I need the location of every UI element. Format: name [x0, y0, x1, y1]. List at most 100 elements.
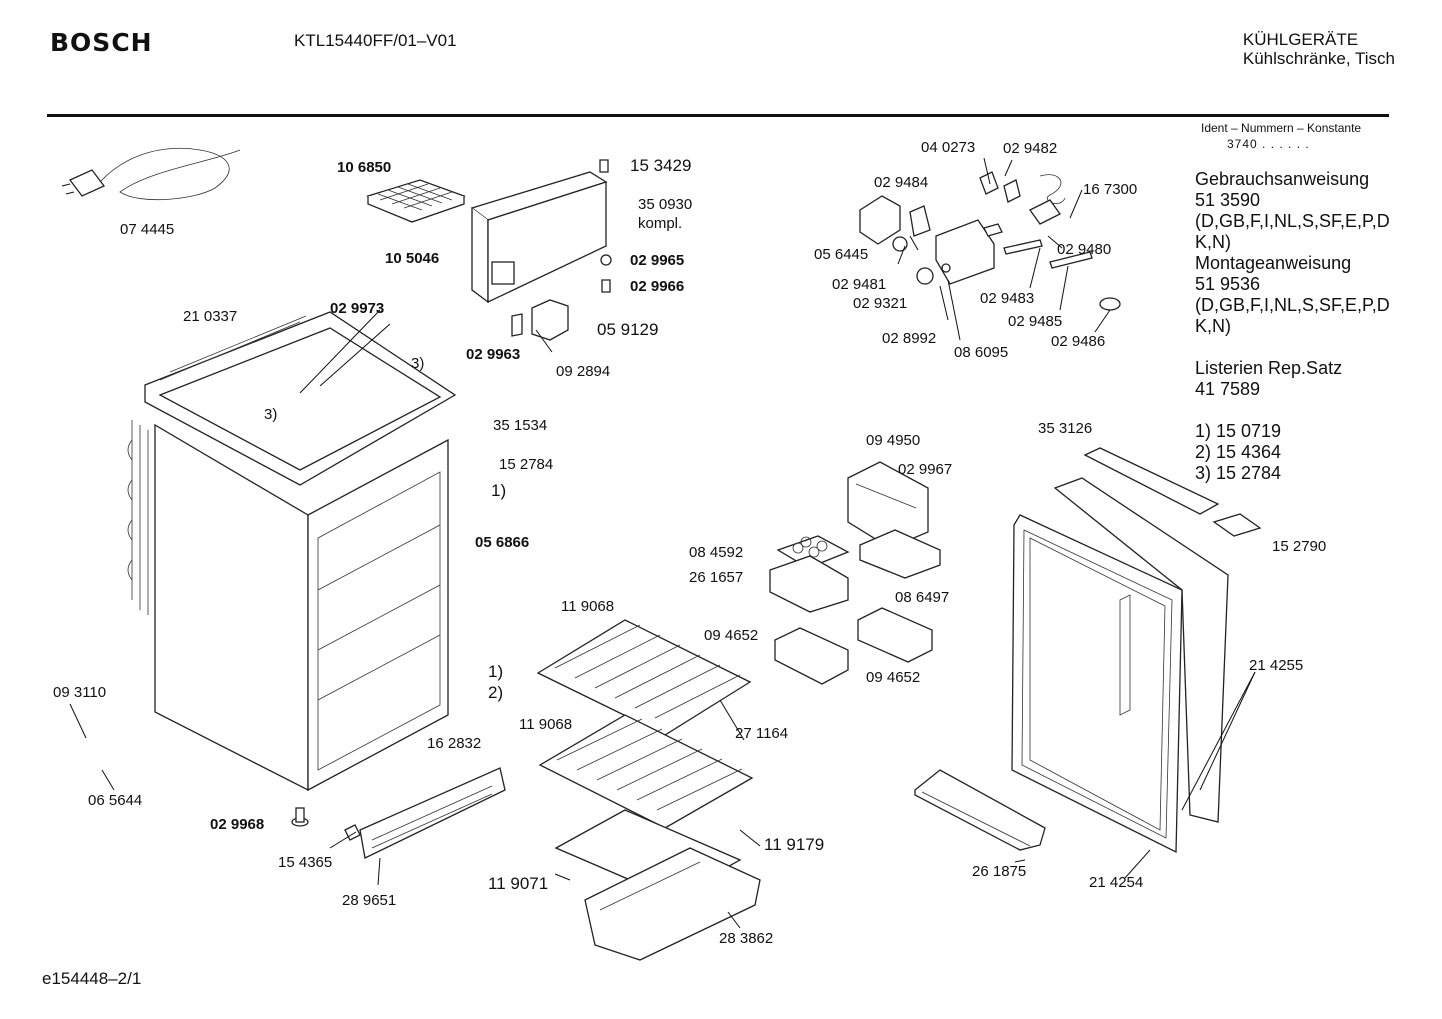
label-029481: 02 9481	[832, 276, 886, 293]
small-box-illustration-b	[857, 607, 933, 663]
label-154365: 15 4365	[278, 854, 332, 871]
montage-languages-cont: K,N)	[1195, 316, 1231, 336]
label-086095: 08 6095	[954, 344, 1008, 361]
label-152790: 15 2790	[1272, 538, 1326, 555]
label-084592: 08 4592	[689, 544, 743, 561]
label-029967: 02 9967	[898, 461, 952, 478]
label-094950: 09 4950	[866, 432, 920, 449]
label-029480: 02 9480	[1057, 241, 1111, 258]
leader-lines	[69, 157, 1256, 929]
listerien-title: Listerien Rep.Satz	[1195, 358, 1343, 378]
label-029483: 02 9483	[980, 290, 1034, 307]
door-small-parts	[511, 254, 612, 341]
header-rule	[47, 114, 1389, 117]
label-353126: 35 3126	[1038, 420, 1092, 437]
footnote-2: 2) 15 4364	[1195, 442, 1282, 462]
label-119071: 11 9071	[488, 874, 548, 893]
label-029485: 02 9485	[1008, 313, 1062, 330]
gebrauch-languages: (D,GB,F,I,NL,S,SF,E,P,D	[1195, 211, 1390, 231]
label-029321: 02 9321	[853, 295, 907, 312]
label-086497: 08 6497	[895, 589, 949, 606]
label-029965: 02 9965	[630, 252, 684, 269]
label-152784: 15 2784	[499, 456, 553, 473]
shelf-illustration-upper	[536, 619, 752, 736]
category-subtitle: Kühlschränke, Tisch	[1242, 49, 1395, 68]
part-labels: 07 4445 10 6850 15 3429 35 0930 kompl. 1…	[53, 139, 1326, 947]
gebrauch-title: Gebrauchsanweisung	[1195, 169, 1370, 189]
label-028992: 02 8992	[882, 330, 936, 347]
label-note-3b: 3)	[264, 406, 277, 423]
label-350930: 35 0930	[638, 196, 692, 213]
crisper-drawer-illustration	[584, 847, 761, 961]
label-351534: 35 1534	[493, 417, 547, 434]
label-056445: 05 6445	[814, 246, 868, 263]
label-065644: 06 5644	[88, 792, 142, 809]
listerien-number: 41 7589	[1195, 379, 1261, 399]
category-title: KÜHLGERÄTE	[1242, 30, 1359, 49]
egg-tray-illustration	[769, 535, 850, 613]
gebrauch-languages-cont: K,N)	[1195, 232, 1231, 252]
documents-block: Gebrauchsanweisung 51 3590 (D,GB,F,I,NL,…	[1195, 169, 1390, 484]
label-029484: 02 9484	[874, 174, 928, 191]
label-153429: 15 3429	[630, 156, 691, 175]
small-box-illustration-a	[774, 627, 849, 685]
label-210337: 21 0337	[183, 308, 237, 325]
label-261875: 26 1875	[972, 863, 1026, 880]
label-092894: 09 2894	[556, 363, 610, 380]
shelf-illustration-lower	[538, 714, 754, 829]
label-167300: 16 7300	[1083, 181, 1137, 198]
drawing-id: e154448–2/1	[42, 969, 142, 988]
label-note-2: 2)	[488, 683, 503, 702]
label-162832: 16 2832	[427, 735, 481, 752]
label-040273: 04 0273	[921, 139, 975, 156]
label-106850: 10 6850	[337, 159, 391, 176]
label-119179: 11 9179	[764, 835, 824, 854]
label-214255: 21 4255	[1249, 657, 1303, 674]
ident-block: Ident – Nummern – Konstante 3740 . . . .…	[1201, 120, 1361, 152]
ident-title: Ident – Nummern – Konstante	[1201, 121, 1362, 135]
butter-compartment-illustration	[847, 461, 941, 579]
power-cord-illustration	[61, 147, 241, 201]
ident-value: 3740 . . . . . .	[1227, 137, 1310, 151]
label-119068-b: 11 9068	[519, 716, 572, 733]
label-094652-b: 09 4652	[866, 669, 920, 686]
montage-languages: (D,GB,F,I,NL,S,SF,E,P,D	[1195, 295, 1390, 315]
label-029482: 02 9482	[1003, 140, 1057, 157]
label-283862: 28 3862	[719, 930, 773, 947]
footnote-1: 1) 15 0719	[1195, 421, 1282, 441]
label-289651: 28 9651	[342, 892, 396, 909]
thermostat-parts-illustration	[859, 171, 1121, 311]
ice-tray-illustration	[366, 179, 466, 223]
label-029963: 02 9963	[466, 346, 520, 363]
foot-illustration	[291, 807, 309, 827]
montage-title: Montageanweisung	[1195, 253, 1352, 273]
label-093110: 09 3110	[53, 684, 106, 701]
fridge-cabinet-illustration	[127, 311, 457, 792]
label-094652-a: 09 4652	[704, 627, 758, 644]
label-105046: 10 5046	[385, 250, 439, 267]
label-029968: 02 9968	[210, 816, 264, 833]
label-214254: 21 4254	[1089, 874, 1143, 891]
label-119068-a: 11 9068	[561, 598, 614, 615]
label-kompl: kompl.	[638, 215, 682, 232]
kickplate-illustration	[344, 767, 506, 859]
label-059129: 05 9129	[597, 320, 658, 339]
label-note-3a: 3)	[411, 355, 424, 372]
label-029973: 02 9973	[330, 300, 384, 317]
label-261657: 26 1657	[689, 569, 743, 586]
freezer-door-illustration	[470, 159, 609, 304]
label-056866: 05 6866	[475, 534, 529, 551]
label-note-1b: 1)	[488, 662, 503, 681]
door-shelf-illustration	[914, 769, 1046, 851]
label-074445: 07 4445	[120, 221, 174, 238]
label-029486: 02 9486	[1051, 333, 1105, 350]
brand-logo: BOSCH	[50, 28, 153, 57]
label-029966: 02 9966	[630, 278, 684, 295]
label-271164: 27 1164	[735, 725, 788, 742]
door-illustration	[1011, 447, 1262, 854]
model-number: KTL15440FF/01–V01	[294, 31, 457, 50]
footnote-3: 3) 15 2784	[1195, 463, 1282, 483]
category: KÜHLGERÄTE Kühlschränke, Tisch	[1243, 30, 1395, 68]
label-note-1a: 1)	[491, 481, 506, 500]
